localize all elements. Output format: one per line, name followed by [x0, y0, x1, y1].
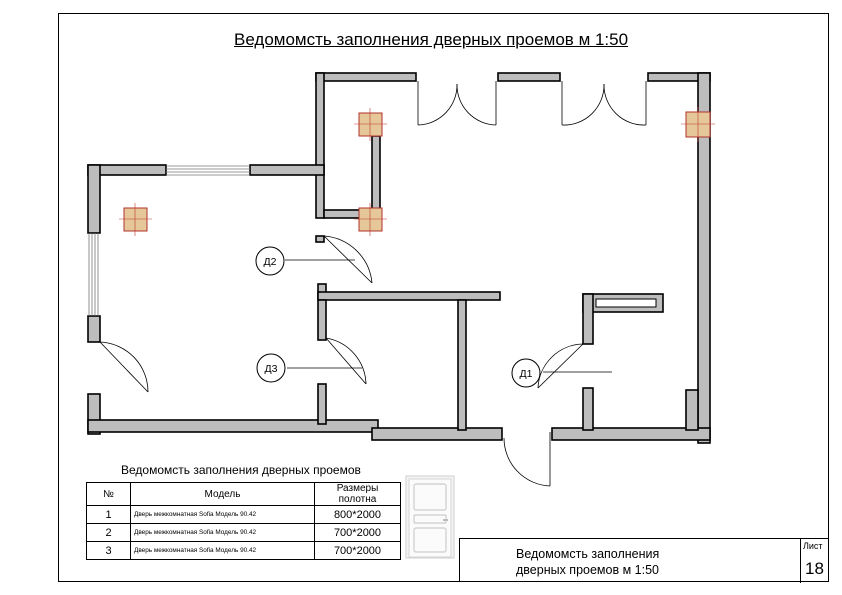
shelf	[595, 298, 657, 308]
column-crosshairs	[119, 107, 715, 236]
door-leaf	[325, 337, 367, 385]
table-row: 2 Дверь межкомнатная Sofia Модель 90.42 …	[86, 523, 401, 542]
sheet-number: 18	[805, 559, 824, 578]
wall	[315, 235, 325, 243]
door-arc	[456, 83, 497, 126]
title-block-text: Ведомомсть заполнения дверных проемов м …	[516, 547, 660, 577]
cell-size: 800*2000	[314, 505, 401, 524]
door-arc	[561, 83, 605, 126]
wall	[371, 135, 381, 217]
wall	[87, 315, 101, 343]
page-title: Ведомомсть заполнения дверных проемов м …	[234, 30, 629, 49]
wall	[315, 72, 325, 219]
door-tag-d1: Д1	[511, 358, 541, 388]
cell-no: 2	[86, 523, 131, 542]
door-tag-label: Д2	[264, 256, 277, 268]
door-tag-d2: Д2	[255, 246, 285, 276]
column	[358, 207, 383, 232]
cell-model: Дверь межкомнатная Sofia Модель 90.42	[130, 523, 315, 542]
window	[88, 233, 99, 316]
wall	[497, 72, 561, 82]
door-arc	[99, 341, 149, 393]
door-tag-label: Д3	[265, 363, 278, 375]
door-arc	[323, 235, 373, 284]
table-header-row: № Модель Размеры полотна	[86, 482, 401, 506]
cell-model: Дверь межкомнатная Sofia Модель 90.42	[130, 505, 315, 524]
wall	[697, 72, 711, 444]
wall	[87, 164, 101, 234]
wall	[685, 389, 699, 431]
cell-no: 3	[86, 541, 131, 560]
door-image	[405, 475, 455, 559]
wall	[317, 291, 501, 301]
column	[358, 112, 383, 137]
door-arc	[603, 83, 647, 126]
table-row: 3 Дверь межкомнатная Sofia Модель 90.42 …	[86, 541, 401, 560]
schedule-caption: Ведомомсть заполнения дверных проемов	[121, 463, 361, 477]
door-arc	[417, 83, 458, 126]
wall	[582, 387, 594, 431]
wall	[315, 72, 417, 82]
wall	[317, 299, 327, 341]
wall	[249, 164, 325, 176]
wall	[87, 419, 379, 433]
columns	[123, 111, 711, 232]
cell-no: 1	[86, 505, 131, 524]
door-tag-d3: Д3	[256, 353, 286, 383]
cell-size: 700*2000	[314, 523, 401, 542]
header-model: Модель	[130, 482, 315, 506]
wall	[371, 427, 503, 441]
door-tag-label: Д1	[520, 368, 533, 380]
door-arc	[325, 337, 367, 385]
door-leaf	[323, 235, 373, 284]
cell-model: Дверь межкомнатная Sofia Модель 90.42	[130, 541, 315, 560]
door-arc	[537, 343, 584, 389]
tag-leaders	[285, 259, 612, 373]
door-arc	[503, 437, 551, 487]
header-no: №	[86, 482, 131, 506]
title-block: Ведомомсть заполнения дверных проемов м …	[459, 538, 829, 583]
wall	[317, 383, 327, 425]
sheet-cell: Лист 18	[800, 539, 829, 583]
wall	[457, 299, 467, 431]
door-leaf	[99, 341, 149, 393]
column	[123, 207, 148, 232]
walls	[87, 72, 711, 444]
sheet-frame	[58, 13, 829, 582]
table-row: 1 Дверь межкомнатная Sofia Модель 90.42 …	[86, 505, 401, 524]
door-leaf	[537, 343, 584, 389]
window	[166, 165, 250, 176]
wall	[582, 293, 594, 345]
door-swings	[99, 81, 647, 487]
door-schedule-table: № Модель Размеры полотна 1 Дверь межкомн…	[86, 482, 401, 560]
header-size: Размеры полотна	[314, 482, 401, 506]
cell-size: 700*2000	[314, 541, 401, 560]
sheet-label: Лист	[803, 541, 823, 551]
wall	[551, 427, 711, 441]
